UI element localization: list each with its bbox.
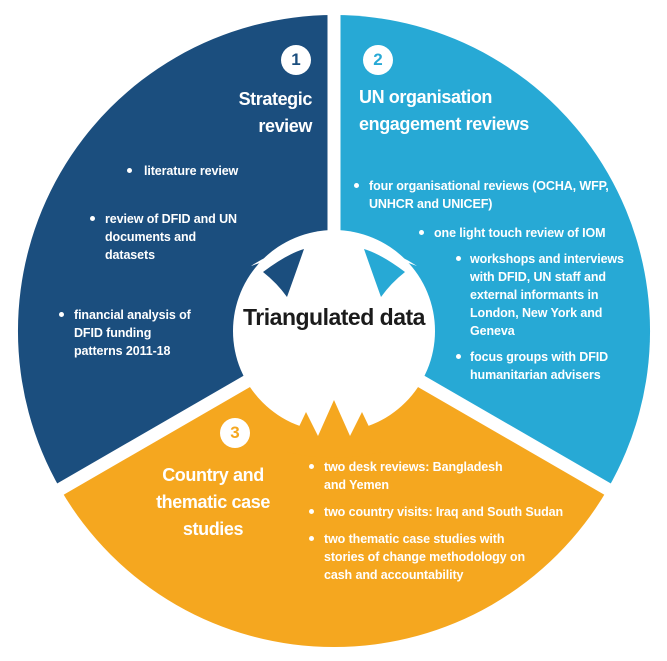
center-label: Triangulated data [243, 304, 425, 330]
segment-1-number-badge: 1 [281, 45, 311, 75]
bullet-dot [127, 168, 132, 173]
bullet-dot [419, 230, 424, 235]
segment-2-pointer [364, 249, 405, 297]
segment-2-number-badge: 2 [363, 45, 393, 75]
segment-3-title: Country and thematic case studies [156, 465, 270, 539]
bullet-dot [90, 216, 95, 221]
bullet-dot [59, 312, 64, 317]
segment-3-pointer [287, 400, 381, 458]
bullet-dot [456, 354, 461, 359]
segment-1-bullet-3: financial analysis of DFID funding patte… [74, 308, 191, 358]
segment-1-bullet-2: review of DFID and UN documents and data… [105, 212, 237, 262]
bullet-dot [309, 509, 314, 514]
segment-3-bullet-2: two country visits: Iraq and South Sudan [324, 505, 564, 519]
bullet-dot [309, 464, 314, 469]
segment-2-number: 2 [373, 50, 383, 69]
segment-1-pointer [263, 249, 304, 297]
segment-3-bullet-3: two thematic case studies with stories o… [324, 532, 525, 582]
segment-3-number-badge: 3 [220, 418, 250, 448]
segment-2-bullet-2: one light touch review of IOM [434, 226, 606, 240]
segment-2-bullet-3: workshops and interviews with DFID, UN s… [470, 252, 624, 338]
segment-1-number: 1 [291, 50, 301, 69]
segment-2-bullet-1: four organisational reviews (OCHA, WFP, … [369, 179, 609, 211]
segment-1-title: Strategic review [238, 89, 313, 136]
segment-2-bullet-4: focus groups with DFID humanitarian advi… [470, 350, 609, 382]
segment-2-title: UN organisation engagement reviews [359, 87, 529, 134]
segment-3-bullet-1: two desk reviews: Bangladesh and Yemen [324, 460, 503, 492]
bullet-dot [309, 536, 314, 541]
segment-1-bullet-1: literature review [144, 164, 239, 178]
bullet-dot [456, 256, 461, 261]
bullet-dot [354, 183, 359, 188]
center-dome [251, 240, 417, 266]
segment-3-number: 3 [230, 423, 240, 442]
